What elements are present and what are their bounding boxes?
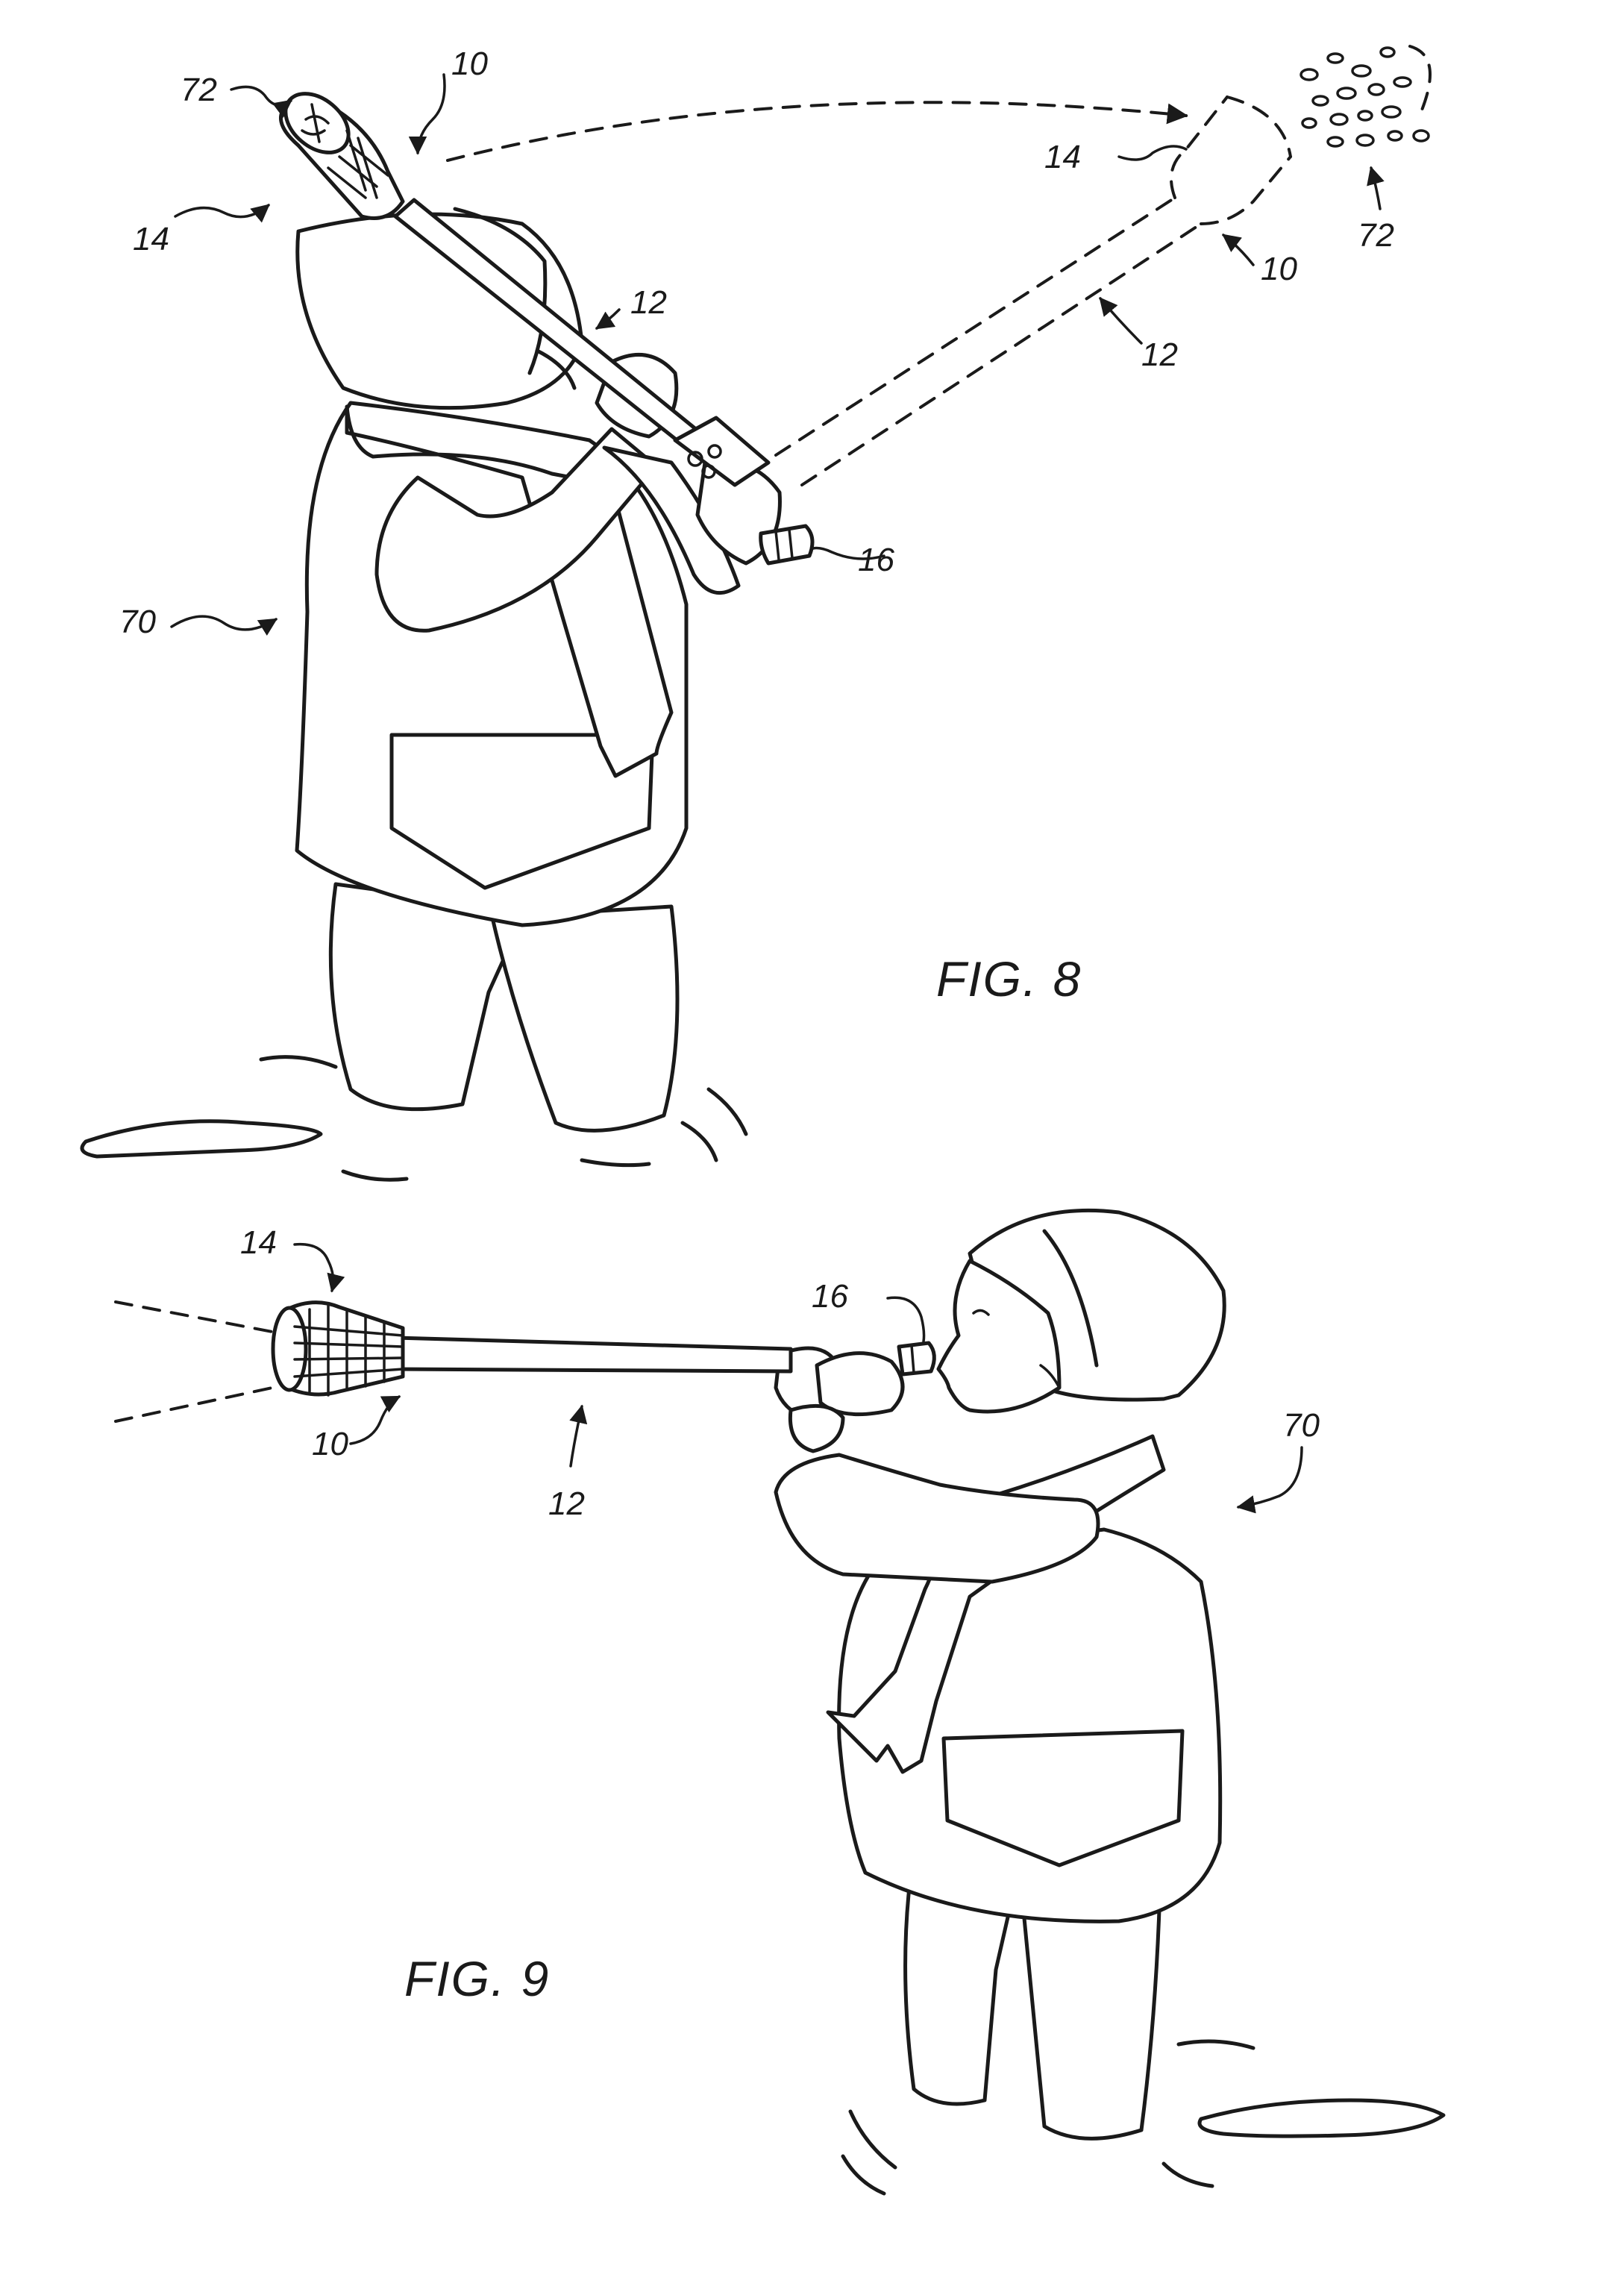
ref-72-snow: 72 — [1358, 217, 1394, 254]
figure-8-caption: FIG. 8 — [936, 951, 1082, 1006]
launcher-horizontal — [271, 1300, 936, 1397]
figure-9: 14 16 10 12 70 FIG. 9 — [114, 1208, 1446, 2196]
aim-line-upper — [114, 1300, 274, 1333]
ref-70-child: 70 — [119, 604, 156, 640]
snow-particles — [1299, 45, 1432, 148]
swing-trajectory — [446, 101, 1188, 162]
ref-16-mouthpiece: 16 — [812, 1278, 848, 1315]
cup-opening — [271, 1306, 308, 1392]
launcher-swung-position — [774, 96, 1292, 486]
child-figure-9 — [774, 1208, 1226, 2141]
ref-10-launcher-ghost: 10 — [1261, 251, 1297, 287]
ref-12-tube: 12 — [548, 1485, 585, 1522]
ref-16-mouthpiece: 16 — [858, 542, 894, 578]
figure-8: 72 10 14 12 14 10 12 72 16 70 FIG. 8 — [80, 45, 1432, 1182]
water-ripples-fig8 — [80, 1055, 748, 1182]
launcher-raised — [279, 92, 815, 566]
ref-12-tube: 12 — [630, 284, 667, 321]
ref-10-launcher: 10 — [451, 46, 488, 82]
ref-70-child: 70 — [1283, 1407, 1320, 1444]
ref-14-cup-ghost: 14 — [1044, 139, 1081, 175]
mouthpiece — [897, 1341, 936, 1377]
water-ripples-fig9 — [841, 2039, 1446, 2196]
mouthpiece — [759, 524, 815, 566]
ref-72-cup-contents: 72 — [181, 72, 217, 108]
figure-9-caption: FIG. 9 — [404, 1951, 550, 2006]
fig9-leaders — [293, 1242, 1303, 1514]
ref-10-launcher: 10 — [312, 1426, 348, 1462]
aim-line-lower — [114, 1386, 274, 1423]
fig8-leaders — [170, 73, 1385, 636]
ref-14-cup: 14 — [240, 1224, 277, 1261]
ref-12-tube-ghost: 12 — [1141, 336, 1178, 373]
child-figure-8 — [295, 207, 782, 1133]
ref-14-cup: 14 — [133, 221, 169, 257]
